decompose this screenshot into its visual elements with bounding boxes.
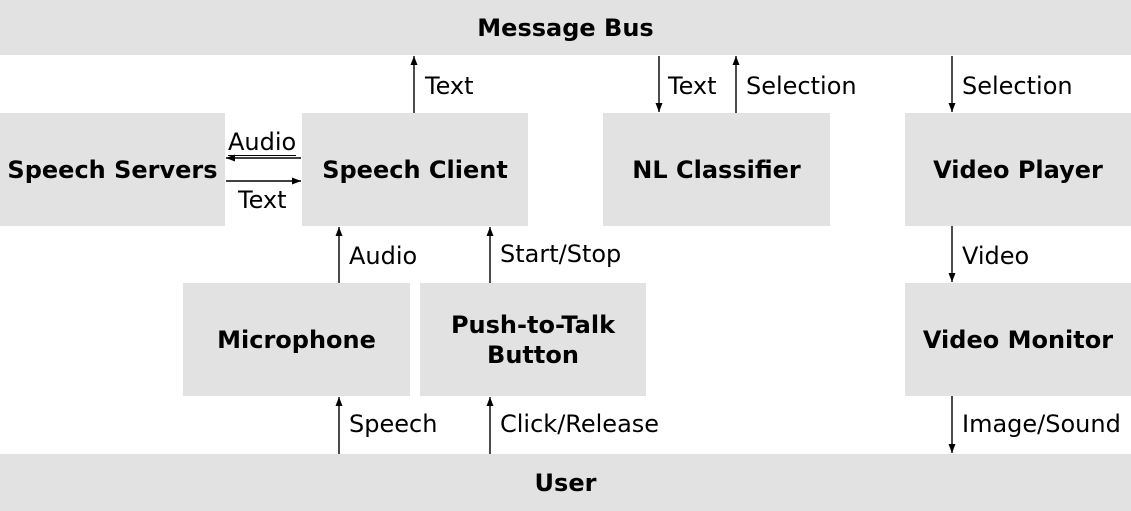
edge-label-player-to-monitor: Video <box>962 242 1030 270</box>
video-monitor-box: Video Monitor <box>905 283 1131 396</box>
nl-classifier-box: NL Classifier <box>603 113 830 226</box>
video-monitor-label: Video Monitor <box>922 325 1114 354</box>
push-to-talk-button-box: Push-to-Talk Button <box>420 283 646 396</box>
edge-label-user-to-mic: Speech <box>349 410 438 438</box>
edge-label-mic-to-client: Audio <box>349 242 418 270</box>
user-box: User <box>0 454 1131 511</box>
push-to-talk-label-line2: Button <box>487 340 579 369</box>
microphone-label: Microphone <box>217 325 376 354</box>
edge-label-monitor-to-user: Image/Sound <box>962 410 1121 438</box>
edge-label-client-to-servers: Audio <box>228 128 297 156</box>
speech-servers-box: Speech Servers <box>0 113 225 226</box>
nl-classifier-label: NL Classifier <box>632 155 801 184</box>
edge-label-servers-to-client: Text <box>238 186 287 214</box>
edge-label-user-to-ptt: Click/Release <box>500 410 660 438</box>
edge-label-bus-to-player: Selection <box>962 72 1073 100</box>
push-to-talk-label-line1: Push-to-Talk <box>450 310 616 339</box>
microphone-box: Microphone <box>183 283 410 396</box>
edge-label-ptt-to-client: Start/Stop <box>500 240 622 268</box>
message-bus-box: Message Bus <box>0 0 1131 55</box>
message-bus-label: Message Bus <box>477 13 654 42</box>
edge-label-classifier-to-bus: Selection <box>746 72 857 100</box>
speech-client-box: Speech Client <box>302 113 528 226</box>
video-player-box: Video Player <box>905 113 1131 226</box>
speech-servers-label: Speech Servers <box>7 155 218 184</box>
edge-label-client-to-bus: Text <box>425 72 474 100</box>
user-label: User <box>534 468 597 497</box>
edge-label-bus-to-classifier: Text <box>668 72 717 100</box>
video-player-label: Video Player <box>933 155 1103 184</box>
speech-client-label: Speech Client <box>322 155 508 184</box>
